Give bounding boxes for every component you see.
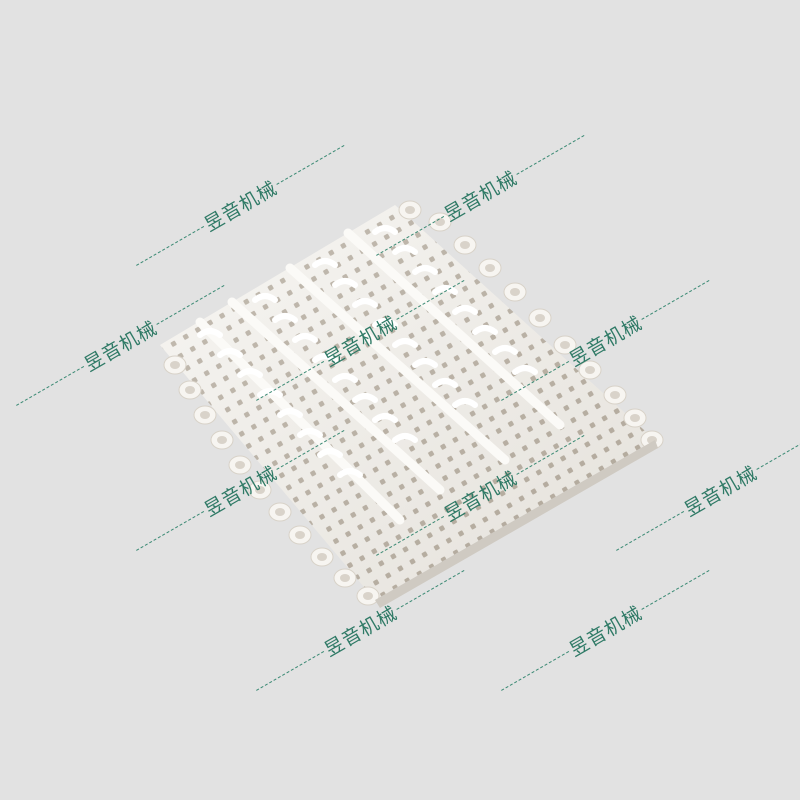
belt-ridges: [195, 228, 565, 525]
belt-edge: [375, 440, 658, 608]
hinge-holes-right: [405, 206, 657, 444]
belt-knuckles: [197, 225, 538, 478]
hinge-holes-left: [170, 361, 373, 600]
belt-body: [160, 205, 655, 600]
